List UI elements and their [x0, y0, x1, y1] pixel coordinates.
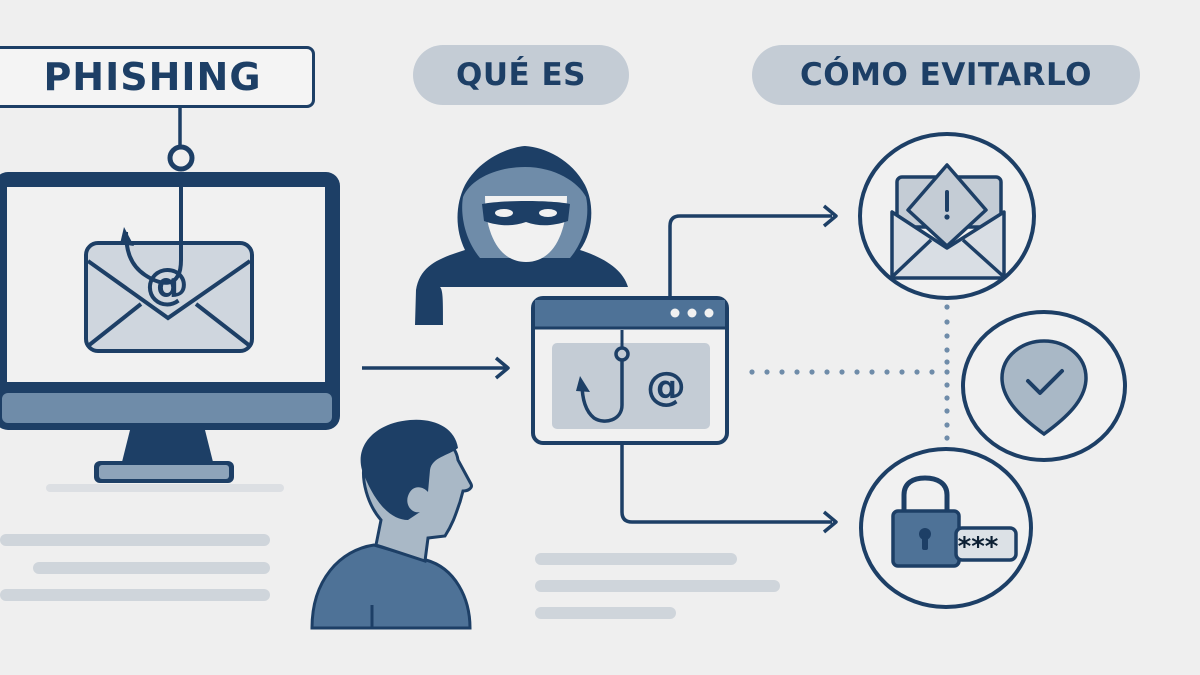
placeholder-line: [0, 589, 270, 601]
browser-window-hook-at-icon: @: [531, 296, 729, 445]
svg-text:@: @: [646, 364, 686, 410]
title-phishing: PHISHING: [0, 46, 315, 108]
placeholder-line: [535, 607, 676, 619]
title-text: PHISHING: [43, 55, 262, 99]
placeholder-line: [535, 580, 780, 592]
connector-to-warning-email: [668, 204, 838, 298]
placeholder-line: [0, 534, 270, 546]
envelope-warning-icon: [858, 132, 1036, 300]
svg-text:@: @: [145, 259, 189, 310]
placeholder-line: [535, 553, 737, 565]
monitor-with-hooked-email-icon: @: [0, 108, 340, 492]
shield-check-icon: [961, 310, 1127, 462]
password-mask-text: ***: [958, 532, 999, 562]
heading-how-to-avoid: CÓMO EVITARLO: [752, 45, 1140, 105]
dotted-connector: [749, 304, 950, 441]
heading-what-is-text: QUÉ ES: [456, 57, 586, 93]
arrow-to-browser: [362, 356, 510, 380]
heading-how-to-avoid-text: CÓMO EVITARLO: [800, 57, 1092, 93]
hooded-hacker-icon: [415, 146, 628, 325]
person-profile-icon: [310, 419, 473, 630]
connector-to-lock: [620, 443, 838, 534]
padlock-password-icon: ***: [859, 447, 1033, 609]
placeholder-line: [33, 562, 270, 574]
heading-what-is: QUÉ ES: [413, 45, 629, 105]
